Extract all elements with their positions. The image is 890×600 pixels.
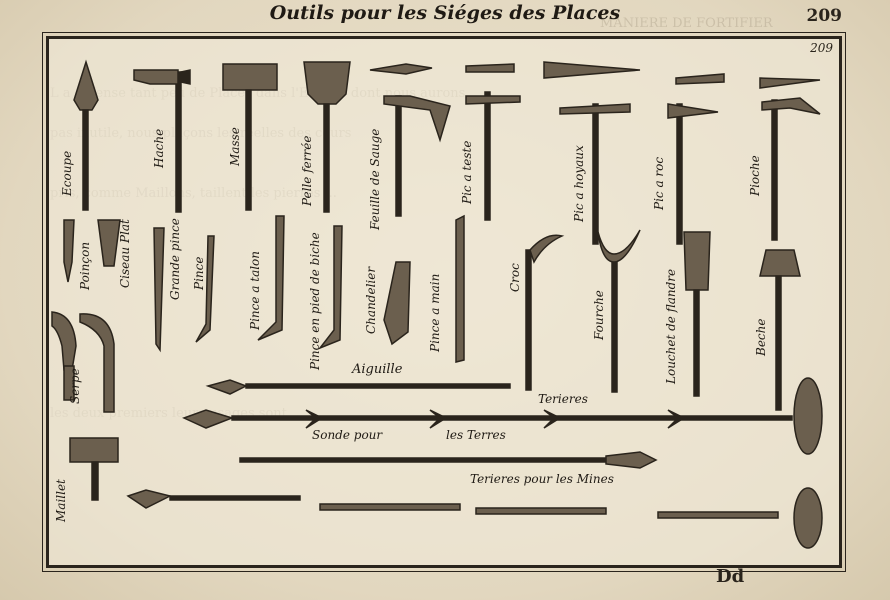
- label-ciseau-plat: Ciseau Plat: [118, 219, 132, 288]
- fourche-tool: [597, 229, 641, 393]
- serpe-tool: [51, 311, 115, 413]
- aiguille-tool: [205, 379, 511, 395]
- ciseau-plat-tool: [97, 219, 121, 267]
- label-feuille-de-sauge: Feuille de Sauge: [368, 128, 382, 230]
- chandelier-tool: [383, 261, 411, 346]
- label-terieres-pour-les-mines: Terieres pour les Mines: [470, 472, 614, 486]
- label-maillet: Maillet: [54, 479, 68, 522]
- masse-tool: [222, 63, 278, 211]
- label-hache: Hache: [152, 128, 166, 168]
- page-title: Outils pour les Siéges des Places: [269, 2, 621, 24]
- louchet-de-flandre-tool: [683, 231, 711, 397]
- label-chandelier: Chandelier: [364, 266, 378, 334]
- label-croc: Croc: [508, 263, 522, 292]
- label-poincon: Poinçon: [78, 241, 92, 290]
- label-les-terres: les Terres: [446, 428, 506, 442]
- label-beche: Beche: [754, 318, 768, 356]
- label-fourche: Fourche: [592, 290, 606, 340]
- label-louchet-de-flandre: Louchet de flandre: [664, 268, 678, 384]
- page-number: 209: [806, 6, 843, 26]
- label-pince-a-talon: Pince a talon: [248, 250, 262, 330]
- pince-a-main-tool: [455, 214, 465, 363]
- label-terieres: Terieres: [538, 392, 588, 406]
- label-pioche: Pioche: [748, 155, 762, 196]
- pic-a-hoyaux-tool: [559, 103, 631, 245]
- sonde-tool: [182, 409, 793, 429]
- pinces-tools: [153, 215, 343, 353]
- maillet-tool: [69, 437, 119, 501]
- terieres-pour-les-mines-tool: [239, 451, 658, 469]
- label-grande-pince: Grande pince: [168, 218, 182, 300]
- label-pince: Pince: [192, 256, 206, 290]
- label-pic-a-hoyaux: Pic a hoyaux: [572, 145, 586, 222]
- pic-a-roc-tool: [667, 103, 719, 245]
- label-aiguille: Aiguille: [352, 362, 403, 377]
- bottom-augers: [126, 487, 823, 549]
- terieres-tool: [793, 377, 823, 455]
- feuille-de-sauge-tool: [383, 95, 451, 217]
- beche-tool: [759, 249, 801, 411]
- pic-a-teste-tool: [465, 91, 521, 221]
- pelle-ferree-tool: [303, 61, 351, 213]
- label-pince-a-main: Pince a main: [428, 273, 442, 352]
- label-pic-a-roc: Pic a roc: [652, 156, 666, 210]
- label-pelle-ferree: Pelle ferrée: [300, 135, 314, 206]
- label-sonde-pour: Sonde pour: [312, 428, 383, 442]
- label-ecoupe: Ecoupe: [60, 150, 74, 196]
- poincon-tool: [63, 219, 75, 283]
- tool-heads-row: [369, 61, 821, 89]
- ecoupe-tool: [73, 59, 99, 211]
- label-masse: Masse: [228, 127, 242, 166]
- signature-mark: Dd: [716, 566, 745, 587]
- bleed-through-text: MANIERE DE FORTIFIER: [600, 16, 773, 31]
- pioche-tool: [761, 97, 821, 241]
- label-pince-en-pied-de-biche: Pince en pied de biche: [308, 232, 322, 370]
- label-serpe: Serpe: [68, 368, 82, 404]
- plate-number: 209: [810, 41, 833, 55]
- label-pic-a-teste: Pic a teste: [460, 140, 474, 204]
- croc-tool: [525, 234, 565, 391]
- hache-tool: [133, 69, 191, 213]
